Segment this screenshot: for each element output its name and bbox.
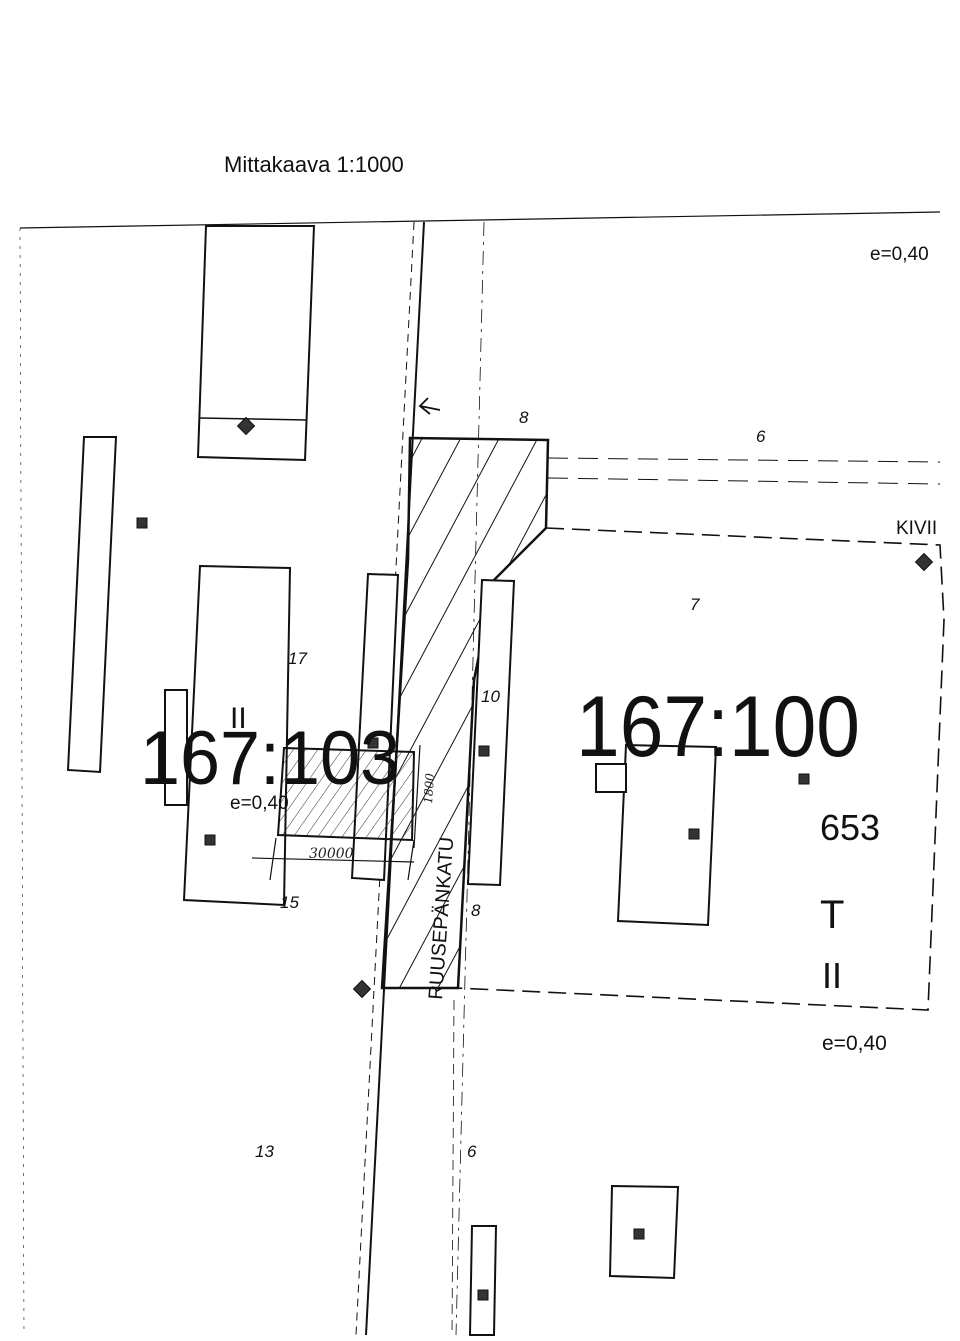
floors-east: II	[822, 955, 842, 996]
building-east-main	[616, 743, 718, 927]
dimension-tick-left	[269, 837, 277, 881]
lot-number-8-mid: 8	[471, 901, 481, 920]
dimension-tick-right	[407, 839, 415, 881]
building-north	[196, 225, 316, 462]
survey-marker	[204, 834, 216, 846]
plan-top-border	[19, 211, 941, 229]
lot-number-6-top: 6	[756, 427, 766, 446]
plan-left-border	[19, 227, 25, 1336]
lot-number-7: 7	[690, 595, 700, 614]
street-boundary-west-dash	[355, 221, 415, 1336]
block-number: 653	[820, 807, 880, 848]
block-653-boundary	[455, 527, 945, 1011]
usage-code: T	[820, 893, 844, 937]
lot-number-13: 13	[255, 1142, 274, 1161]
boundary-diamond-icon	[236, 416, 256, 436]
efficiency-top-right: e=0,40	[870, 244, 929, 265]
efficiency-west: e=0,40	[230, 793, 289, 814]
lot-number-6-bottom: 6	[467, 1142, 477, 1161]
building-east-annex	[595, 763, 627, 793]
dimension-height-label: 1800	[421, 772, 437, 804]
dimension-line-width	[251, 857, 415, 863]
new-building-area	[276, 746, 416, 842]
parcel-west: 167:103	[140, 716, 400, 801]
parcel-east: 167:100	[576, 679, 860, 775]
lot-number-17: 17	[288, 649, 307, 668]
lot-number-8-top: 8	[519, 408, 529, 427]
lot-8-boundary-upper	[547, 457, 941, 463]
arrow-marker	[418, 397, 441, 415]
building-west-long	[66, 436, 118, 774]
survey-marker	[798, 773, 810, 785]
building-street-east	[466, 578, 516, 887]
lot-number-10: 10	[481, 687, 500, 706]
lot-number-15: 15	[280, 893, 299, 912]
boundary-diamond-icon	[352, 979, 372, 999]
survey-marker	[136, 517, 148, 529]
scale-label: Mittakaava 1:1000	[224, 152, 404, 177]
dimension-line-height	[413, 744, 421, 849]
survey-marker	[633, 1228, 645, 1240]
building-north-divider	[199, 417, 308, 421]
survey-marker	[688, 828, 700, 840]
street-centre-line	[451, 999, 455, 1336]
building-west-main	[182, 564, 292, 907]
hatched-street-area	[380, 436, 550, 990]
building-south-narrow	[468, 1225, 498, 1336]
floors-west: II	[230, 702, 247, 735]
boundary-diamond-icon	[914, 552, 934, 572]
kivi-label: KIVII	[896, 518, 937, 539]
survey-marker	[477, 1289, 489, 1301]
survey-marker	[478, 745, 490, 757]
dimension-width-label: 30000	[309, 846, 354, 862]
survey-marker	[367, 737, 379, 749]
efficiency-bottom-right: e=0,40	[822, 1032, 887, 1055]
lot-8-boundary-lower	[547, 477, 941, 485]
building-west-annex	[164, 689, 188, 806]
